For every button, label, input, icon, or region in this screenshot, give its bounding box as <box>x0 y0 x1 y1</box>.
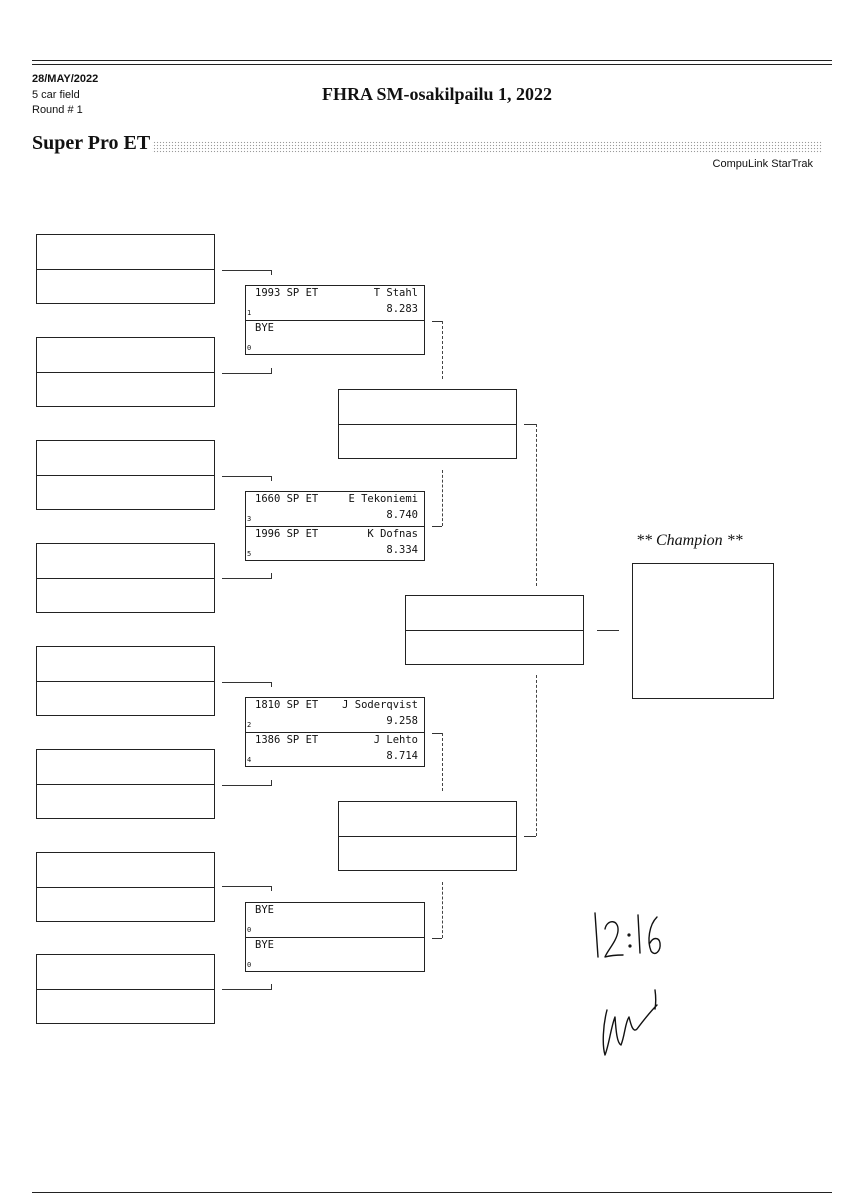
connector <box>271 573 272 578</box>
elapsed-time: 8.334 <box>386 544 418 556</box>
final-slot <box>405 595 584 665</box>
lane-number: 3 <box>247 515 252 523</box>
connector <box>222 886 272 887</box>
connector <box>271 984 272 989</box>
connector <box>432 526 442 527</box>
lane-number: 0 <box>247 961 252 969</box>
event-date: 28/MAY/2022 <box>32 73 99 85</box>
matchup-3: 1810 SP ET J Soderqvist 9.258 2 1386 SP … <box>245 697 425 767</box>
round2-slot-2 <box>338 801 517 871</box>
racer-name: J Soderqvist <box>342 699 418 711</box>
round-number: Round # 1 <box>32 104 83 116</box>
connector <box>222 785 272 786</box>
racer-name: J Lehto <box>373 734 418 746</box>
handwritten-time-and-initials <box>594 912 661 1056</box>
connector-dashed <box>536 675 537 836</box>
connector <box>222 578 272 579</box>
handwritten-notes <box>585 905 695 1090</box>
connector <box>432 733 442 734</box>
connector-dashed <box>536 424 537 586</box>
title-dotted-fill <box>150 141 822 153</box>
connector-dashed <box>442 733 443 791</box>
connector <box>597 630 619 631</box>
lane-number: 5 <box>247 550 252 558</box>
connector <box>432 321 442 322</box>
header-rule-top <box>32 60 832 61</box>
racer-name: K Dofnas <box>367 528 418 540</box>
entry-slot-3 <box>36 440 215 510</box>
racer-name: E Tekoniemi <box>348 493 418 505</box>
elapsed-time: 8.740 <box>386 509 418 521</box>
matchup-1: 1993 SP ET T Stahl 8.283 1 BYE 0 <box>245 285 425 355</box>
connector <box>271 780 272 785</box>
entry-slot-4 <box>36 543 215 613</box>
connector <box>271 368 272 373</box>
dial-in: BYE <box>255 939 274 951</box>
dial-in: BYE <box>255 904 274 916</box>
dial-in: 1386 SP ET <box>255 734 319 746</box>
class-title: Super Pro ET <box>32 132 153 155</box>
lane-number: 1 <box>247 309 252 317</box>
connector-dashed <box>442 470 443 526</box>
dial-in: 1810 SP ET <box>255 699 319 711</box>
connector-dashed <box>442 882 443 938</box>
racer-name: T Stahl <box>373 287 418 299</box>
entry-slot-6 <box>36 749 215 819</box>
lane-number: 0 <box>247 344 252 352</box>
champion-box <box>632 563 774 699</box>
lane-number: 2 <box>247 721 252 729</box>
connector <box>222 989 272 990</box>
dial-in: BYE <box>255 322 274 334</box>
footer-rule <box>32 1192 832 1193</box>
matchup-2: 1660 SP ET E Tekoniemi 8.740 3 1996 SP E… <box>245 491 425 561</box>
entry-slot-7 <box>36 852 215 922</box>
connector <box>271 476 272 481</box>
connector <box>222 373 272 374</box>
lane-number: 4 <box>247 756 252 764</box>
connector <box>432 938 442 939</box>
elapsed-time: 8.714 <box>386 750 418 762</box>
matchup-4: BYE 0 BYE 0 <box>245 902 425 972</box>
connector <box>271 270 272 275</box>
connector <box>222 270 272 271</box>
round2-slot-1 <box>338 389 517 459</box>
event-title: FHRA SM-osakilpailu 1, 2022 <box>322 84 553 104</box>
entry-slot-1 <box>36 234 215 304</box>
connector <box>222 476 272 477</box>
lane-number: 0 <box>247 926 252 934</box>
header-rule-bottom <box>32 64 832 65</box>
dial-in: 1996 SP ET <box>255 528 319 540</box>
connector <box>222 682 272 683</box>
dial-in: 1993 SP ET <box>255 287 319 299</box>
dial-in: 1660 SP ET <box>255 493 319 505</box>
elapsed-time: 8.283 <box>386 303 418 315</box>
entry-slot-2 <box>36 337 215 407</box>
connector <box>271 886 272 891</box>
connector-dashed <box>442 321 443 379</box>
entry-slot-5 <box>36 646 215 716</box>
field-size: 5 car field <box>32 89 80 101</box>
connector <box>271 682 272 687</box>
champion-label: ** Champion ** <box>636 532 743 549</box>
entry-slot-8 <box>36 954 215 1024</box>
elapsed-time: 9.258 <box>386 715 418 727</box>
connector <box>524 836 536 837</box>
connector <box>524 424 536 425</box>
software-brand: CompuLink StarTrak <box>712 158 813 170</box>
